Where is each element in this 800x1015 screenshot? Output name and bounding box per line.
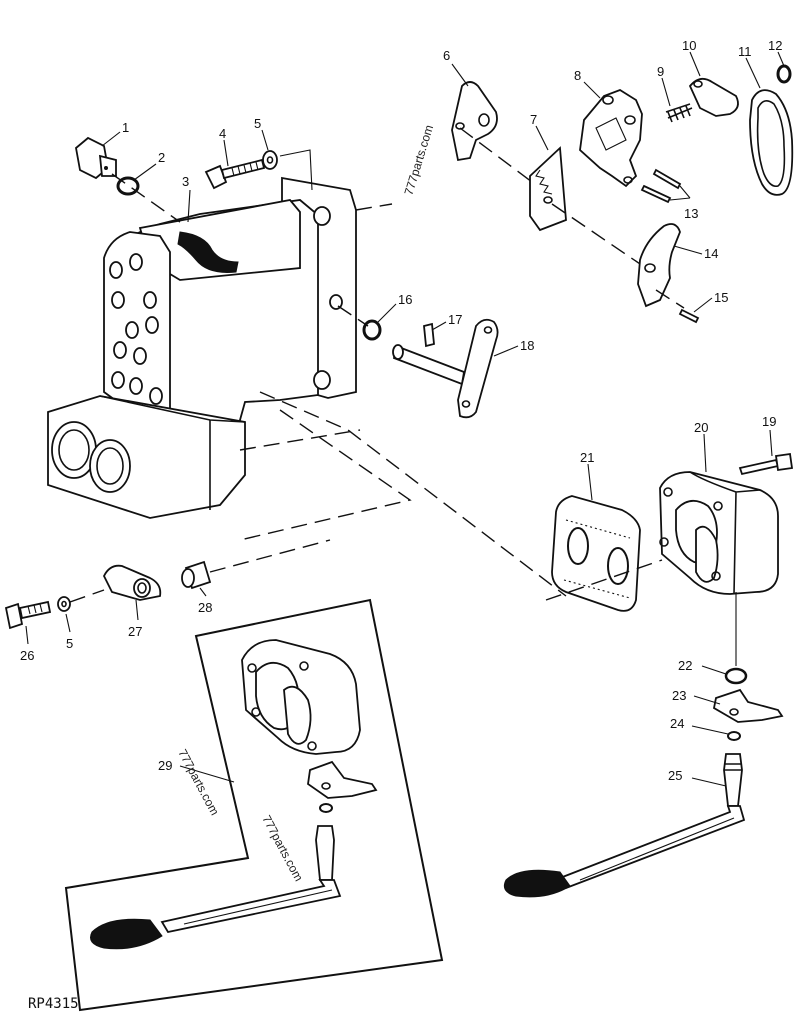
callout-22: 22 (678, 658, 692, 673)
callout-21: 21 (580, 450, 594, 465)
bolt-part-4 (204, 158, 266, 190)
callout-5a: 5 (254, 116, 261, 131)
watermark-1: 777parts.com (401, 123, 436, 197)
pin-part-15 (678, 308, 700, 324)
shaft-lever-part-18 (392, 318, 499, 419)
figure-code: RP4315 (28, 996, 79, 1012)
callout-17: 17 (448, 312, 462, 327)
lever-plate-part-14 (637, 223, 681, 308)
bolt-part-19 (738, 452, 794, 476)
handle-lever-part-25 (503, 753, 746, 898)
callout-18: 18 (520, 338, 534, 353)
bolt-part-26 (4, 600, 52, 630)
gasket-part-21 (551, 495, 641, 612)
callout-13: 13 (684, 206, 698, 221)
callout-4: 4 (219, 126, 226, 141)
plug-part-1 (75, 136, 117, 180)
spacer-part-28 (181, 560, 212, 590)
washer-part-24 (727, 731, 741, 741)
callout-16: 16 (398, 292, 412, 307)
callout-19: 19 (762, 414, 776, 429)
callout-29: 29 (158, 758, 172, 773)
valve-housing (47, 176, 357, 519)
clamp-part-27 (102, 564, 162, 601)
callout-28: 28 (198, 600, 212, 615)
callout-23: 23 (672, 688, 686, 703)
spring-part-9 (665, 103, 693, 123)
detent-plate-part-7 (529, 146, 567, 232)
callout-14: 14 (704, 246, 718, 261)
callout-11: 11 (738, 44, 752, 59)
bracket-part-8 (579, 89, 643, 188)
callout-27: 27 (128, 624, 142, 639)
pins-part-13 (640, 168, 691, 204)
plate-part-6 (451, 81, 498, 162)
callout-8: 8 (574, 68, 581, 83)
callout-5b: 5 (66, 636, 73, 651)
o-ring-part-12 (776, 64, 792, 84)
callout-3: 3 (182, 174, 189, 189)
plate-holes (109, 253, 163, 405)
callout-labels: 1 2 3 4 5 6 7 8 9 10 11 12 13 14 15 16 1… (20, 38, 785, 787)
callout-15: 15 (714, 290, 728, 305)
watermark-3: 777parts.com (259, 813, 305, 884)
cam-part-10 (688, 77, 739, 117)
callout-7: 7 (530, 112, 537, 127)
washer-part-22 (724, 667, 748, 685)
watermark-2: 777parts.com (175, 747, 221, 818)
inset-frame (64, 598, 444, 1012)
callout-12: 12 (768, 38, 782, 53)
callout-20: 20 (694, 420, 708, 435)
seal-ring-part-11 (749, 89, 794, 196)
callout-26: 26 (20, 648, 34, 663)
callout-24: 24 (670, 716, 684, 731)
callout-6: 6 (443, 48, 450, 63)
washer-part-5b (57, 596, 71, 612)
callout-25: 25 (668, 768, 682, 783)
callout-9: 9 (657, 64, 664, 79)
callout-10: 10 (682, 38, 696, 53)
callout-1: 1 (122, 120, 129, 135)
cover-part-20 (659, 471, 779, 595)
o-ring-part-16 (362, 319, 382, 341)
inset-assembly-part-29 (90, 639, 378, 950)
detent-plate-part-23 (712, 688, 784, 723)
callout-2: 2 (158, 150, 165, 165)
washer-part-5a (262, 150, 278, 170)
pin-part-17 (423, 322, 435, 348)
